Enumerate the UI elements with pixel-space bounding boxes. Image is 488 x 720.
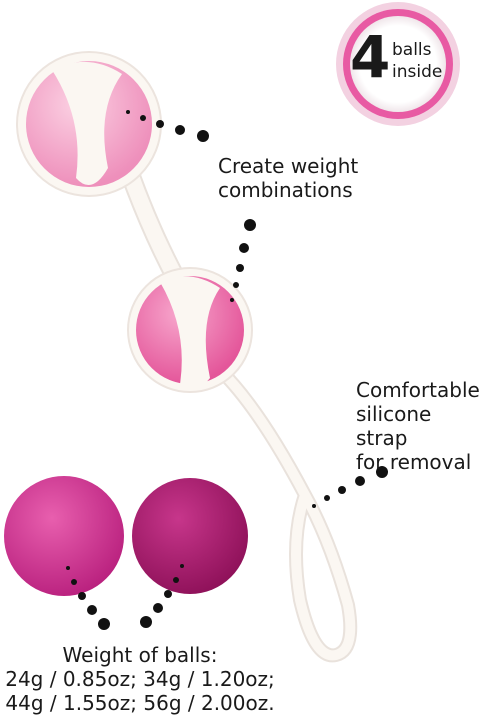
callout-dots-strap xyxy=(312,466,388,508)
badge xyxy=(336,2,460,126)
callout-dots-weights-lower xyxy=(230,219,256,302)
cradle-band-middle xyxy=(160,276,220,390)
middle-ball-in-cradle xyxy=(127,267,253,393)
callout-dots-balls-left xyxy=(66,566,110,630)
callout-dots-weights xyxy=(126,110,209,142)
callout-weights-line-2: combinations xyxy=(218,178,353,202)
callout-strap-line-1: Comfortable xyxy=(356,378,480,402)
callout-dots-balls-right xyxy=(140,564,184,628)
badge-line-1: balls xyxy=(392,40,432,60)
badge-number: 4 xyxy=(350,23,390,91)
ball-weights-title: Weight of balls: xyxy=(62,643,218,667)
callout-strap-line-2: silicone strap xyxy=(356,402,432,450)
top-ball-in-cradle xyxy=(16,51,162,197)
callout-weights: Create weight combinations xyxy=(218,154,358,202)
ball-plum xyxy=(132,478,248,594)
callout-strap-line-3: for removal xyxy=(356,450,472,474)
callout-weights-line-1: Create weight xyxy=(218,154,359,178)
ball-weights-line-2: 44g / 1.55oz; 56g / 2.00oz. xyxy=(5,691,275,715)
callout-ball-weights: Weight of balls: 24g / 0.85oz; 34g / 1.2… xyxy=(0,643,280,715)
badge-line-2: inside xyxy=(392,62,443,82)
callout-strap: Comfortable silicone strap for removal xyxy=(356,378,488,474)
ball-weights-line-1: 24g / 0.85oz; 34g / 1.20oz; xyxy=(5,667,275,691)
cradle-band-top xyxy=(52,61,122,186)
ball-magenta xyxy=(4,476,124,596)
badge-inner xyxy=(350,16,446,112)
